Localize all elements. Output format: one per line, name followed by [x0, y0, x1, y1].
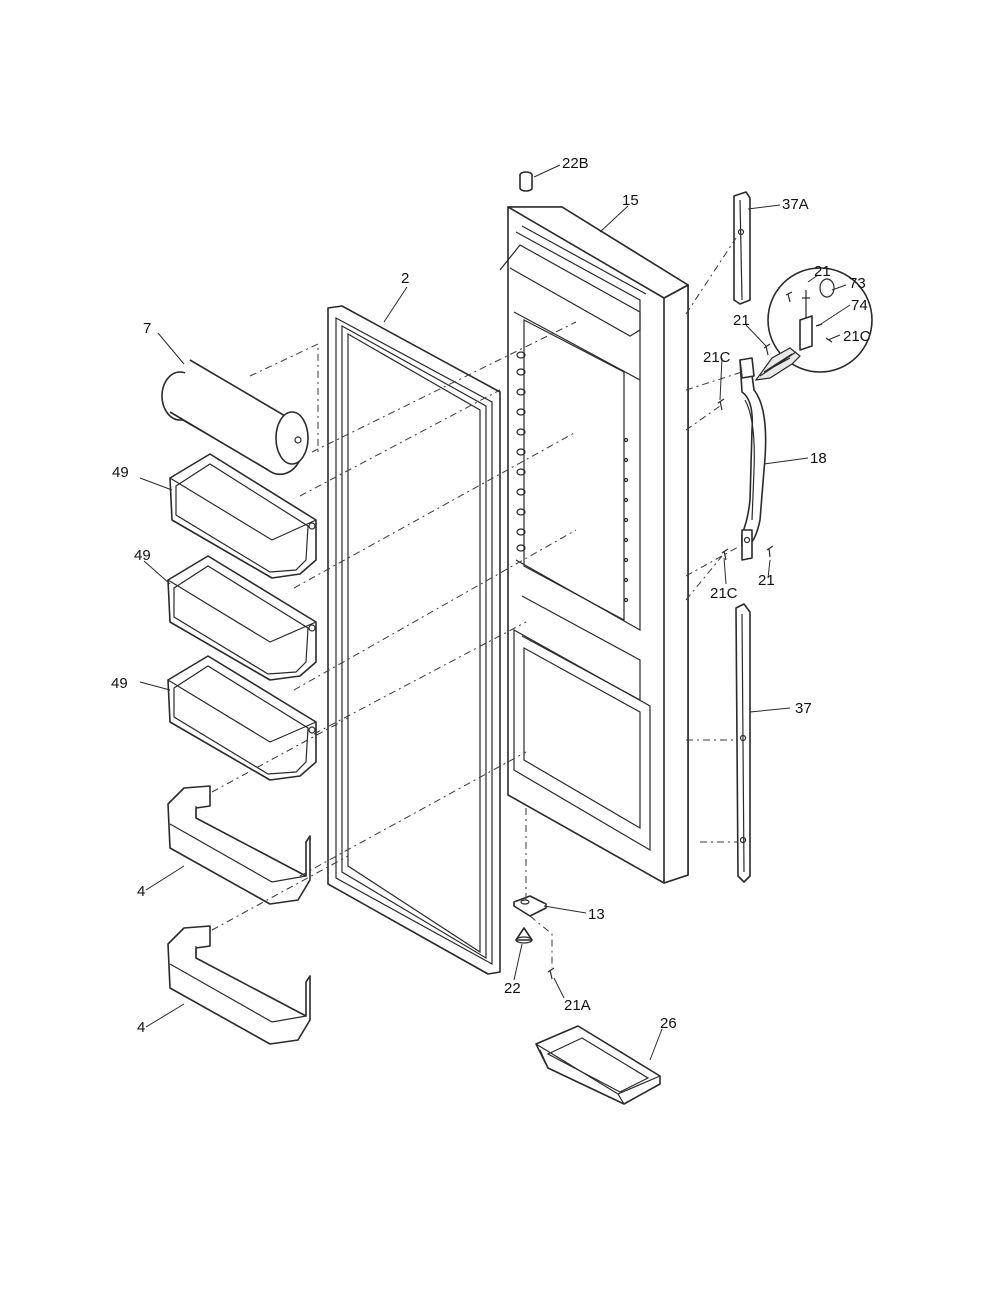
callout-21-middle: 21	[733, 312, 750, 329]
callout-7: 7	[143, 320, 151, 337]
assembly-lines	[211, 237, 743, 968]
callout-4-upper: 4	[137, 883, 145, 900]
screws-handle	[717, 343, 774, 561]
callout-4-lower: 4	[137, 1019, 145, 1036]
door-bin-49-upper	[169, 453, 317, 579]
callout-49-lower: 49	[111, 675, 128, 692]
callout-labels: 22B 15 37A 2 21 73 74 7 21 21C 21C 18 49…	[111, 155, 871, 1036]
handle-trim-37	[735, 603, 751, 883]
callout-73: 73	[849, 275, 866, 292]
lower-hinge	[513, 895, 547, 917]
leader-lines	[139, 164, 851, 1061]
callout-37: 37	[795, 700, 812, 717]
handle-trim-37a	[733, 191, 751, 305]
callout-26: 26	[660, 1015, 677, 1032]
door-bin-49-lower	[167, 655, 317, 781]
callout-22b: 22B	[562, 155, 589, 172]
door-bin-4-upper	[167, 785, 311, 905]
callout-22: 22	[504, 980, 521, 997]
door-bin-49-middle	[167, 555, 317, 681]
callout-21a: 21A	[564, 997, 591, 1014]
door-gasket	[327, 305, 501, 975]
callout-18: 18	[810, 450, 827, 467]
door-outer-panel	[499, 206, 689, 884]
callout-21c-lower: 21C	[710, 585, 738, 602]
callout-21-detail: 21	[814, 263, 831, 280]
hinge-screw	[547, 967, 555, 980]
callout-21c-detail: 21C	[843, 328, 871, 345]
door-plug-22b	[519, 171, 533, 192]
callout-74: 74	[851, 297, 868, 314]
callout-15: 15	[622, 192, 639, 209]
hinge-detail-circle	[754, 267, 873, 381]
callout-49-upper: 49	[112, 464, 129, 481]
door-handle	[739, 357, 767, 561]
callout-49-middle: 49	[134, 547, 151, 564]
drip-tray	[535, 1025, 661, 1105]
callout-13: 13	[588, 906, 605, 923]
callout-21c-upper: 21C	[703, 349, 731, 366]
callout-2: 2	[401, 270, 409, 287]
water-filter	[161, 359, 309, 476]
door-bin-4-lower	[167, 925, 311, 1045]
callout-37a: 37A	[782, 196, 809, 213]
callout-21-lower: 21	[758, 572, 775, 589]
hinge-bushing	[515, 927, 533, 944]
